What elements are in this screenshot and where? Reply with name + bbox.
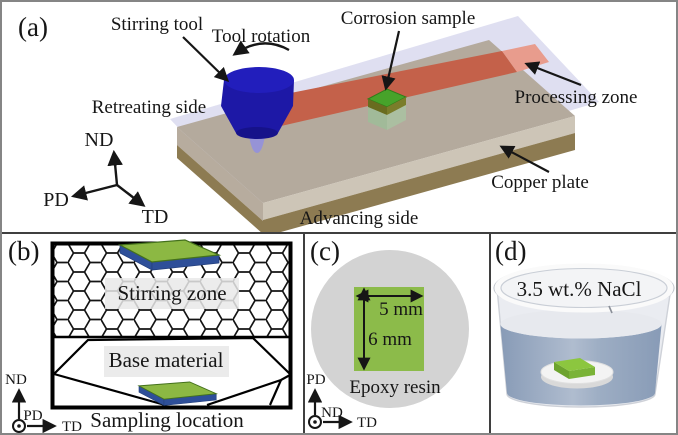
solution-surface <box>500 309 662 339</box>
pd-axis-label-c: PD <box>306 372 325 388</box>
nd-axis-label: ND <box>85 129 114 151</box>
retreating-side-label: Retreating side <box>92 97 207 118</box>
td-axis-label-b: TD <box>62 419 82 433</box>
plate-left-face <box>177 127 263 221</box>
pd-axis-arrow <box>70 183 118 201</box>
base-material-label: Base material <box>109 348 224 372</box>
plate-front-face <box>263 116 575 220</box>
epoxy-resin-label: Epoxy resin <box>349 377 441 398</box>
td-axis-arrow <box>116 184 146 207</box>
panel-d-label: (d) <box>495 236 526 266</box>
copper-plate-label: Copper plate <box>491 172 589 193</box>
beaker-inner-top <box>500 268 668 308</box>
tool-rotation-arc-arrow <box>232 40 290 56</box>
panel-d-cell: (d) <box>491 234 676 433</box>
panel-a-label: (a) <box>18 12 48 42</box>
arrow-processing-zone <box>524 61 582 87</box>
stirring-tool-label: Stirring tool <box>111 14 203 35</box>
height-dimension-label: 6 mm <box>368 329 412 350</box>
nd-axis-label-c: ND <box>321 405 343 421</box>
beaker-rim-inner <box>500 267 668 309</box>
advancing-side-label: Advancing side <box>300 208 419 229</box>
nd-out-of-plane-dot <box>313 420 317 424</box>
sampling-location-caption: Sampling location <box>90 408 244 432</box>
td-axis-label-c: TD <box>357 415 377 431</box>
base-material-label-box <box>104 346 229 377</box>
processing-zone-strip <box>240 51 517 129</box>
panel-c-label: (c) <box>310 236 340 266</box>
nacl-solution-label: 3.5 wt.% NaCl <box>517 277 642 301</box>
immersed-sample <box>554 358 595 379</box>
panel-c-mounted-sample: (c) 5 mm 6 mm Epoxy resin PD ND TD <box>306 236 469 431</box>
panel-a-fsp-scene: ND PD TD (a) Stirring tool Tool rotation… <box>18 8 638 232</box>
panel-b-label: (b) <box>8 236 39 266</box>
panel-b-cell: (b) Stirring zone Base material <box>2 234 305 433</box>
processing-zone-label: Processing zone <box>515 87 638 108</box>
width-dimension-label: 5 mm <box>379 299 423 320</box>
corrosion-sample-label: Corrosion sample <box>341 8 476 29</box>
nd-axis-label-b: ND <box>5 372 27 388</box>
tool-pin <box>249 136 265 153</box>
beaker-spout-notch <box>608 305 613 314</box>
beaker-rim <box>494 263 674 313</box>
beaker <box>493 263 675 408</box>
plate-front-face-brown <box>263 133 575 232</box>
panel-b-sampling-schematic: (b) Stirring zone Base material <box>5 236 293 433</box>
arrow-copper-plate <box>499 145 550 173</box>
panel-d-corrosion-cell: (d) <box>493 236 675 408</box>
stirring-tool-3d <box>221 67 294 153</box>
arrow-stirring-tool <box>182 36 230 82</box>
nd-axis-arrow <box>107 149 123 186</box>
stirring-zone-label: Stirring zone <box>117 281 226 305</box>
arrow-corrosion-sample <box>381 30 401 91</box>
axes-panel-a <box>70 149 146 207</box>
pd-axis-label-b: PD <box>23 408 42 424</box>
pd-out-of-plane-dot <box>17 424 21 428</box>
stirring-zone-label-box <box>105 278 239 309</box>
td-axis-label: TD <box>142 206 169 228</box>
corrosion-sample-cube <box>366 88 408 130</box>
coarse-grain-boundaries <box>53 336 291 407</box>
plate-left-face-brown <box>177 145 263 232</box>
panel-c-cell: (c) 5 mm 6 mm Epoxy resin PD ND TD <box>305 234 491 433</box>
tool-rotation-label: Tool rotation <box>212 26 311 47</box>
pd-axis-label: PD <box>43 189 69 211</box>
bottom-panel-row: (b) Stirring zone Base material <box>2 232 676 433</box>
